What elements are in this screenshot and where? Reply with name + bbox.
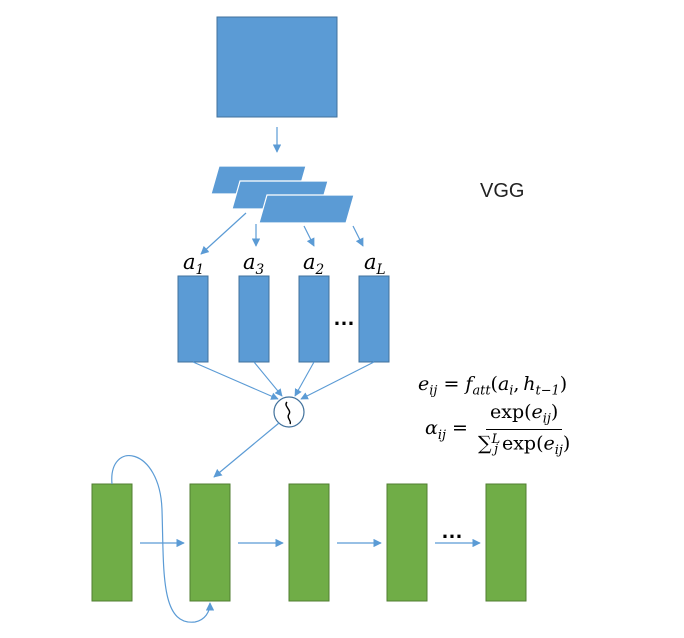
attention-to-decoder-arrow: [213, 422, 280, 478]
vgg-to-a2-arrow: [303, 225, 315, 247]
feature-map-3: [258, 194, 355, 224]
attention-weight-formula: αij = exp(eij) ∑Lj exp(eij): [425, 401, 574, 457]
feature-vector-aL: [358, 275, 390, 363]
feature-ellipsis: …: [333, 305, 356, 330]
softmax-fraction: exp(eij) ∑Lj exp(eij): [474, 401, 574, 457]
attention-symbol: [285, 401, 292, 425]
feature-vector-a1: [177, 275, 209, 363]
decoder-cell-2: [189, 483, 231, 602]
decoder-cell-1: [91, 483, 133, 602]
vgg-to-aL-arrow: [352, 225, 364, 247]
a1-to-attention-arrow: [192, 361, 279, 400]
decoder-ellipsis: …: [441, 518, 464, 543]
label-a2: a2: [303, 250, 325, 278]
feature-vector-a3: [238, 275, 270, 363]
fraction-numerator: exp(eij): [485, 401, 563, 430]
a3-to-attention-arrow: [253, 361, 283, 397]
a2-to-attention-arrow: [294, 361, 315, 397]
label-aL: aL: [364, 250, 386, 278]
hidden-state-feedback-arrow: [111, 455, 215, 623]
decoder-cell-5: [485, 483, 527, 602]
label-a3: a3: [243, 250, 265, 278]
energy-formula: eij = fatt(ai, ht−1): [418, 373, 568, 399]
label-a1: a1: [183, 250, 205, 278]
vgg-label: VGG: [480, 180, 525, 202]
vgg-to-a1-arrow: [200, 212, 247, 255]
decoder-cell-4: [386, 483, 428, 602]
fraction-denominator: ∑Lj exp(eij): [478, 431, 571, 458]
feature-vector-a2: [298, 275, 330, 363]
decoder-cell-3: [288, 483, 330, 602]
aL-to-attention-arrow: [300, 361, 375, 400]
input-image-block: [216, 16, 338, 118]
